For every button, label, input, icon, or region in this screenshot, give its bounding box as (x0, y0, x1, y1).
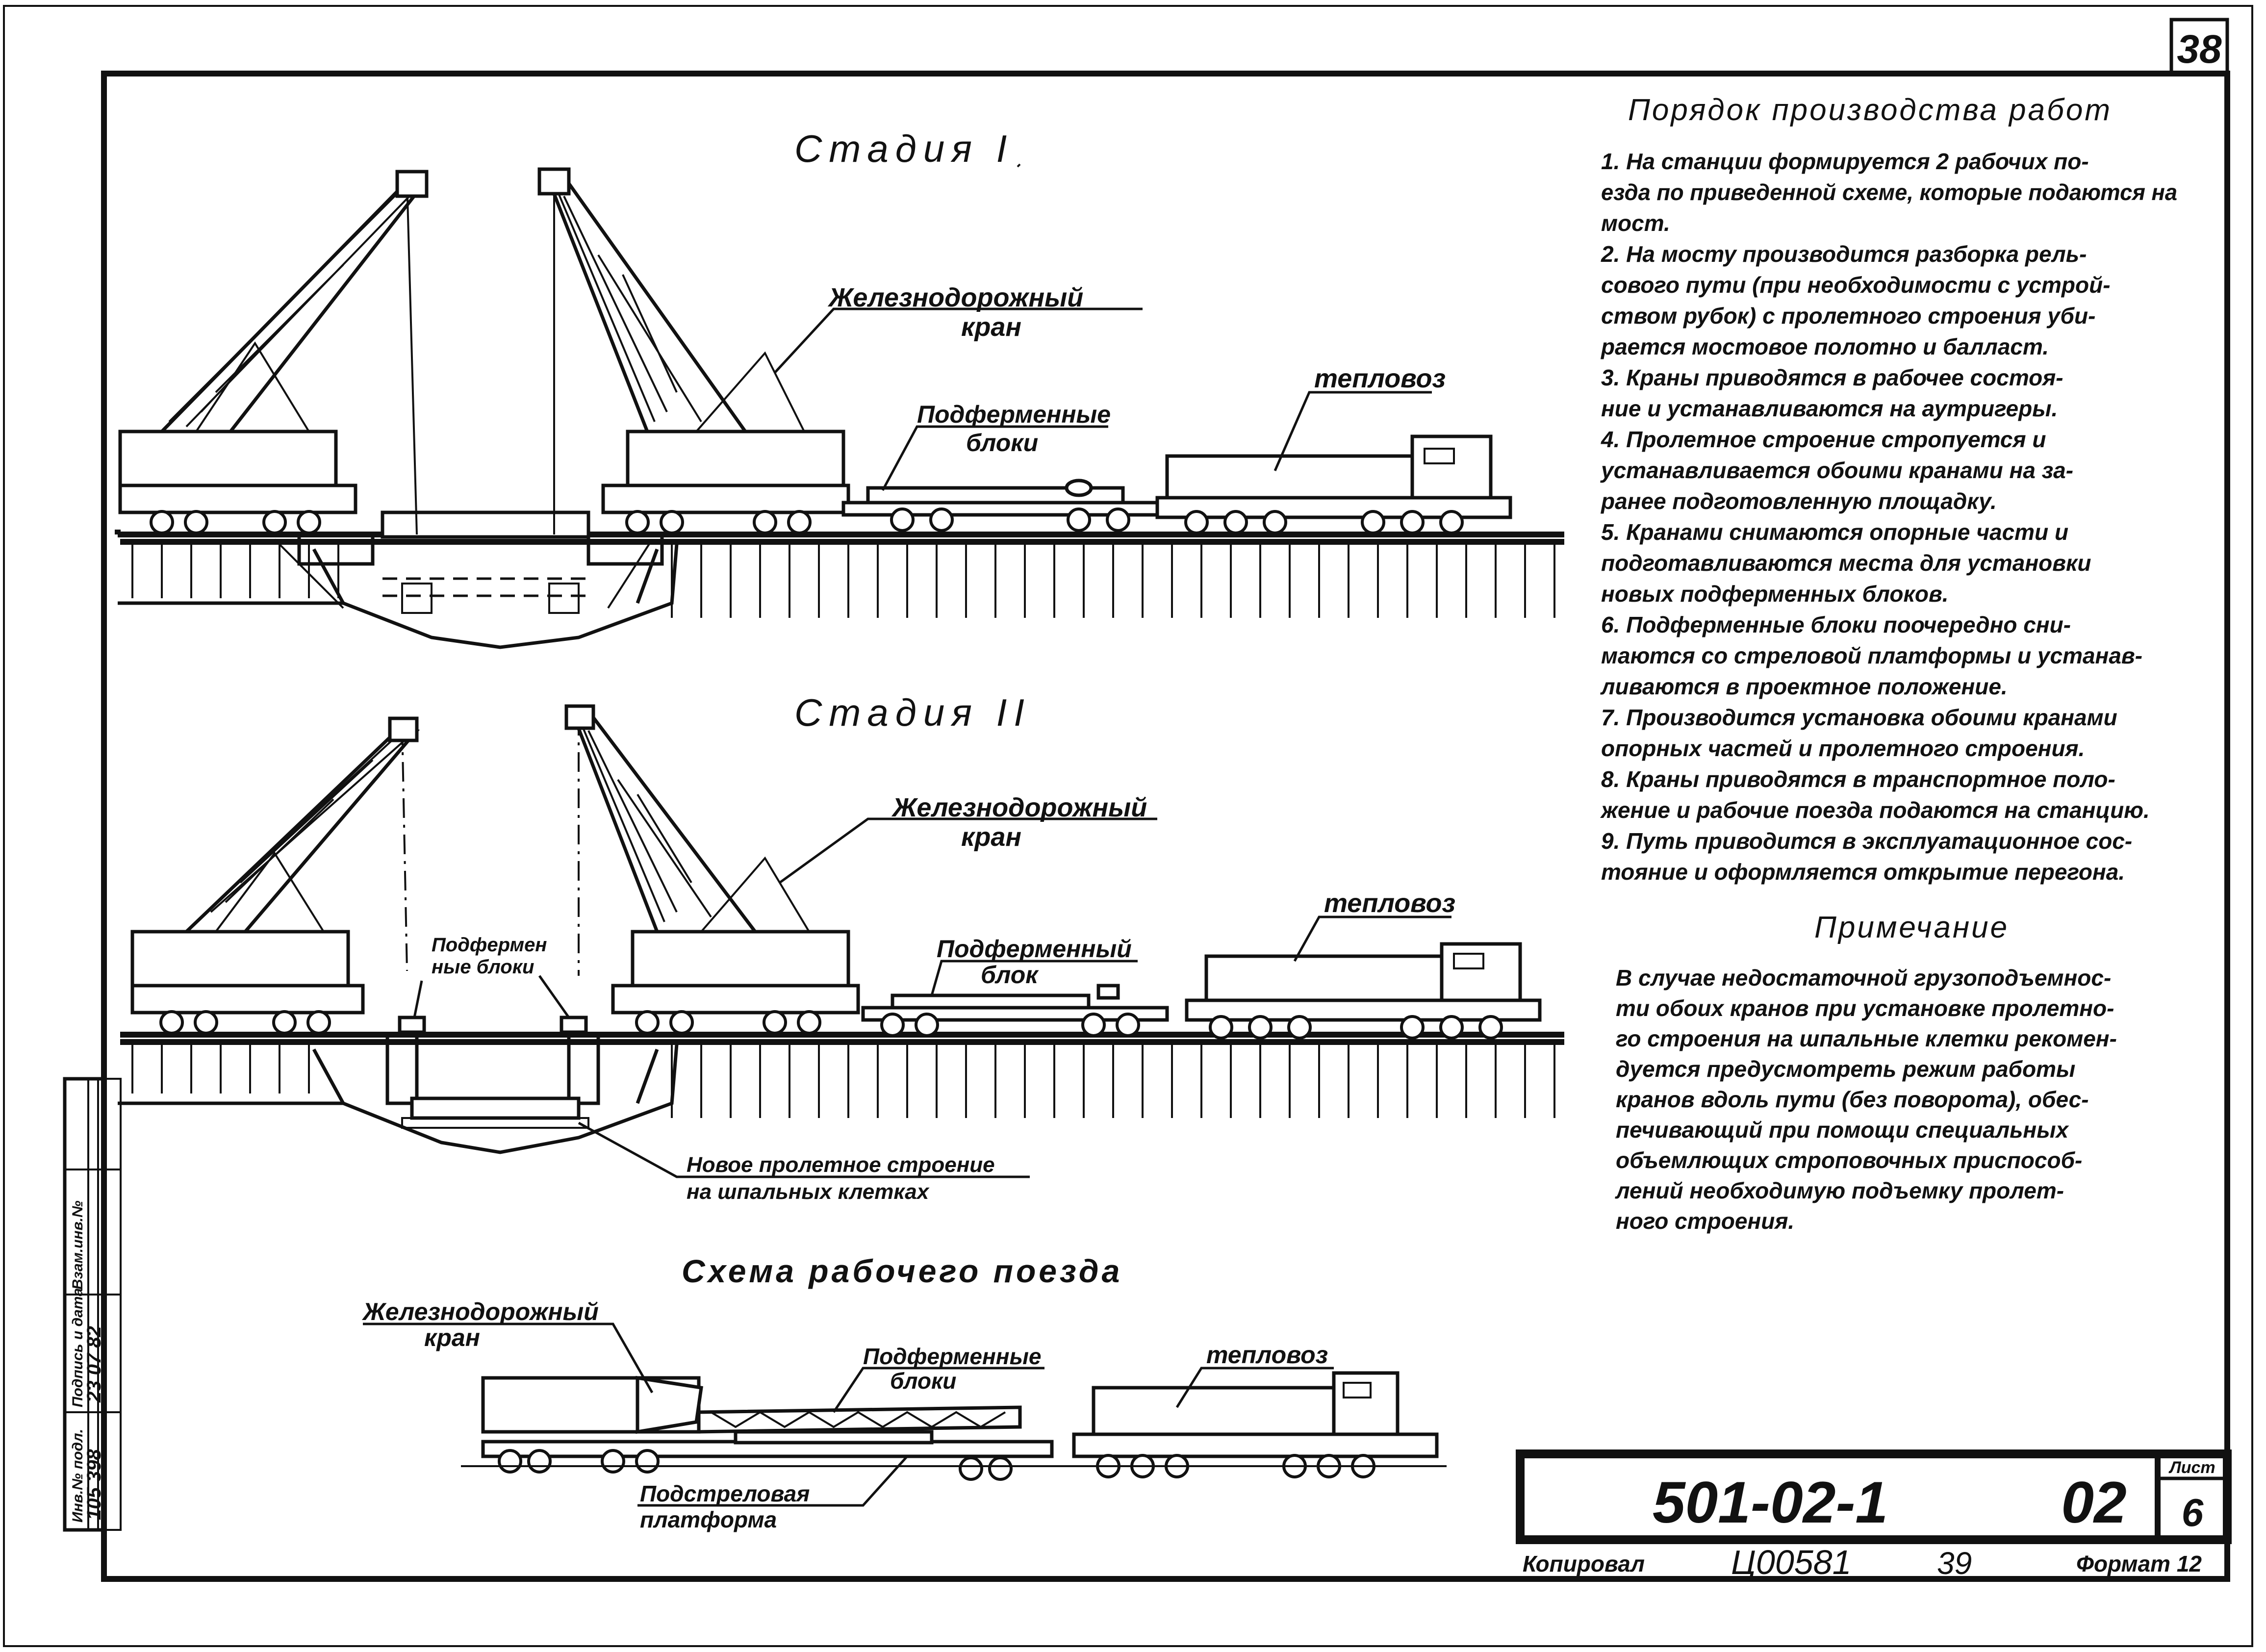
stage-1-loco-label: тепловоз (1314, 364, 1446, 393)
stage-2-crane-left (130, 716, 420, 1035)
stage-1-title: Стадия I (794, 127, 1014, 170)
stage-2-span-label-2: на шпальных клетках (687, 1180, 930, 1204)
stage-1-crane-label-1: Железнодорожный (827, 283, 1083, 312)
procedure-section: Порядок производства работ 1. На станции… (1600, 93, 2177, 885)
procedure-line: ством рубок) с пролетного строения уби- (1601, 303, 2095, 329)
stage-2-pile-hatching (131, 1044, 1555, 1118)
list-value: 6 (2182, 1491, 2204, 1534)
procedure-line: тояние и оформляется открытие перегона. (1601, 859, 2125, 885)
procedure-line: сового пути (при необходимости с устрой- (1601, 272, 2111, 298)
stamp-label-signature: Подпись и дата (70, 1288, 86, 1407)
sheet-code: 02 (2061, 1470, 2126, 1535)
sheet-frame: 38 (3, 5, 2253, 1647)
stage-1-crane-right (537, 167, 850, 534)
scheme-platform-label-1: Подстреловая (640, 1481, 810, 1506)
note-line: го строения на шпальные клетки рекомен- (1616, 1026, 2117, 1051)
procedure-line: подготавливаются места для установки (1601, 550, 2091, 576)
stage-1-crane-left (118, 170, 429, 535)
procedure-line: мост. (1601, 210, 1670, 236)
procedure-line: ние и устанавливаются на аутригеры. (1601, 396, 2058, 421)
scheme-crane-label-2: кран (424, 1324, 480, 1351)
procedure-line: 2. На мосту производится разборка рель- (1601, 241, 2087, 267)
procedure-line: жение и рабочие поезда подаются на станц… (1600, 797, 2150, 823)
stage-1-blocks-label-1: Подферменные (917, 401, 1111, 428)
procedure-line: 1. На станции формируется 2 рабочих по- (1601, 149, 2089, 174)
side-stamp: Инв.№ подл. Подпись и дата Взам.инв.№ 10… (63, 1077, 122, 1532)
note-line: ного строения. (1616, 1208, 1794, 1234)
stage-1-crane-label-2: кран (961, 312, 1021, 342)
stage-2-locomotive (1185, 942, 1542, 1040)
stamp-label-replace: Взам.инв.№ (70, 1201, 86, 1290)
stamp-label-inv: Инв.№ подл. (70, 1429, 86, 1523)
procedure-line: опорных частей и пролетного строения. (1601, 736, 2085, 761)
stage-2-blocks-small-label-1: Подфермен (432, 934, 547, 956)
stage-1-drawing: Стадия I (115, 127, 1564, 649)
procedure-line: 9. Путь приводится в эксплуатационное со… (1601, 828, 2132, 854)
note-line: ти обоих кранов при установке пролетно- (1616, 995, 2114, 1021)
procedure-line: 8. Краны приводятся в транспортное поло- (1601, 766, 2115, 792)
note-line: дуется предусмотреть режим работы (1616, 1056, 2075, 1082)
stage-2-crane-right (564, 704, 860, 1035)
stamp-date-value: 23 07 82 (83, 1326, 105, 1403)
stage-2-title: Стадия II (794, 691, 1031, 734)
procedure-line: ливаются в проектное положение. (1600, 674, 2008, 699)
procedure-line: 7. Производится установка обоими кранами (1601, 705, 2117, 730)
procedure-line: 6. Подферменные блоки поочередно сни- (1601, 612, 2071, 637)
copy-number: 39 (1937, 1546, 1972, 1581)
procedure-line: 4. Пролетное строение стропуется и (1601, 427, 2046, 452)
note-lines: В случае недостаточной грузоподъемнос-ти… (1615, 965, 2117, 1234)
format-label: Формат 12 (2076, 1551, 2202, 1576)
drawing-code: 501-02-1 (1653, 1470, 1888, 1535)
stage-1-pile-hatching (131, 544, 1555, 618)
procedure-line: маются со стреловой платформы и устанав- (1601, 643, 2142, 668)
procedure-line: устанавливается обоими кранами на за- (1600, 457, 2073, 483)
scheme-crane-label-1: Железнодорожный (361, 1298, 599, 1325)
scheme-blocks-label-2: блоки (890, 1368, 956, 1394)
procedure-lines: 1. На станции формируется 2 рабочих по-е… (1600, 149, 2177, 885)
stage-2-crane-label-1: Железнодорожный (891, 793, 1147, 822)
stage-1-blocks-label-2: блоки (966, 429, 1038, 457)
note-line: лений необходимую подъемку пролет- (1615, 1178, 2064, 1203)
scheme-blocks-label-1: Подферменные (863, 1344, 1041, 1369)
stage-2-loco-label: тепловоз (1324, 889, 1455, 918)
inventory-number: Ц00581 (1731, 1543, 1852, 1581)
procedure-line: 5. Кранами снимаются опорные части и (1601, 519, 2068, 545)
stage-2-block-label-1: Подферменный (937, 935, 1132, 963)
stage-2-drawing: Стадия II (118, 691, 1564, 1204)
stamp-inv-value: 105 398 (83, 1449, 105, 1520)
procedure-line: 3. Краны приводятся в рабочее состоя- (1601, 365, 2063, 390)
scheme-title: Схема рабочего поезда (682, 1253, 1122, 1289)
sheet-number: 38 (2177, 27, 2222, 72)
copied-label: Копировал (1523, 1551, 1645, 1576)
list-label: Лист (2168, 1458, 2215, 1477)
procedure-title: Порядок производства работ (1628, 93, 2112, 127)
stage-2-blocks-small-label-2: ные блоки (432, 956, 534, 978)
train-scheme: Схема рабочего поезда Железнодорожный кр… (361, 1253, 1447, 1532)
stage-2-span-label-1: Новое пролетное строение (687, 1153, 995, 1177)
stage-2-crane-label-2: кран (961, 822, 1021, 852)
procedure-line: рается мостовое полотно и балласт. (1600, 334, 2049, 359)
note-line: кранов вдоль пути (без поворота), обес- (1616, 1087, 2089, 1112)
scheme-platform-label-2: платформа (640, 1507, 777, 1532)
note-section: Примечание В случае недостаточной грузоп… (1615, 911, 2117, 1234)
title-block: 501-02-1 02 Лист 6 Копировал Ц00581 39 Ф… (1516, 1449, 2232, 1581)
note-line: В случае недостаточной грузоподъемнос- (1616, 965, 2111, 991)
note-line: объемлющих строповочных приспособ- (1616, 1147, 2082, 1173)
procedure-line: ранее подготовленную площадку. (1600, 488, 1997, 514)
scheme-loco-label: тепловоз (1206, 1341, 1328, 1369)
note-title: Примечание (1814, 911, 2009, 944)
stage-1-locomotive (1155, 434, 1512, 534)
procedure-line: новых подферменных блоков. (1601, 581, 1949, 607)
procedure-line: езда по приведенной схеме, которые подаю… (1601, 179, 2177, 205)
stage-2-block-label-2: блок (981, 961, 1039, 989)
note-line: печивающий при помощи специальных (1616, 1117, 2069, 1143)
